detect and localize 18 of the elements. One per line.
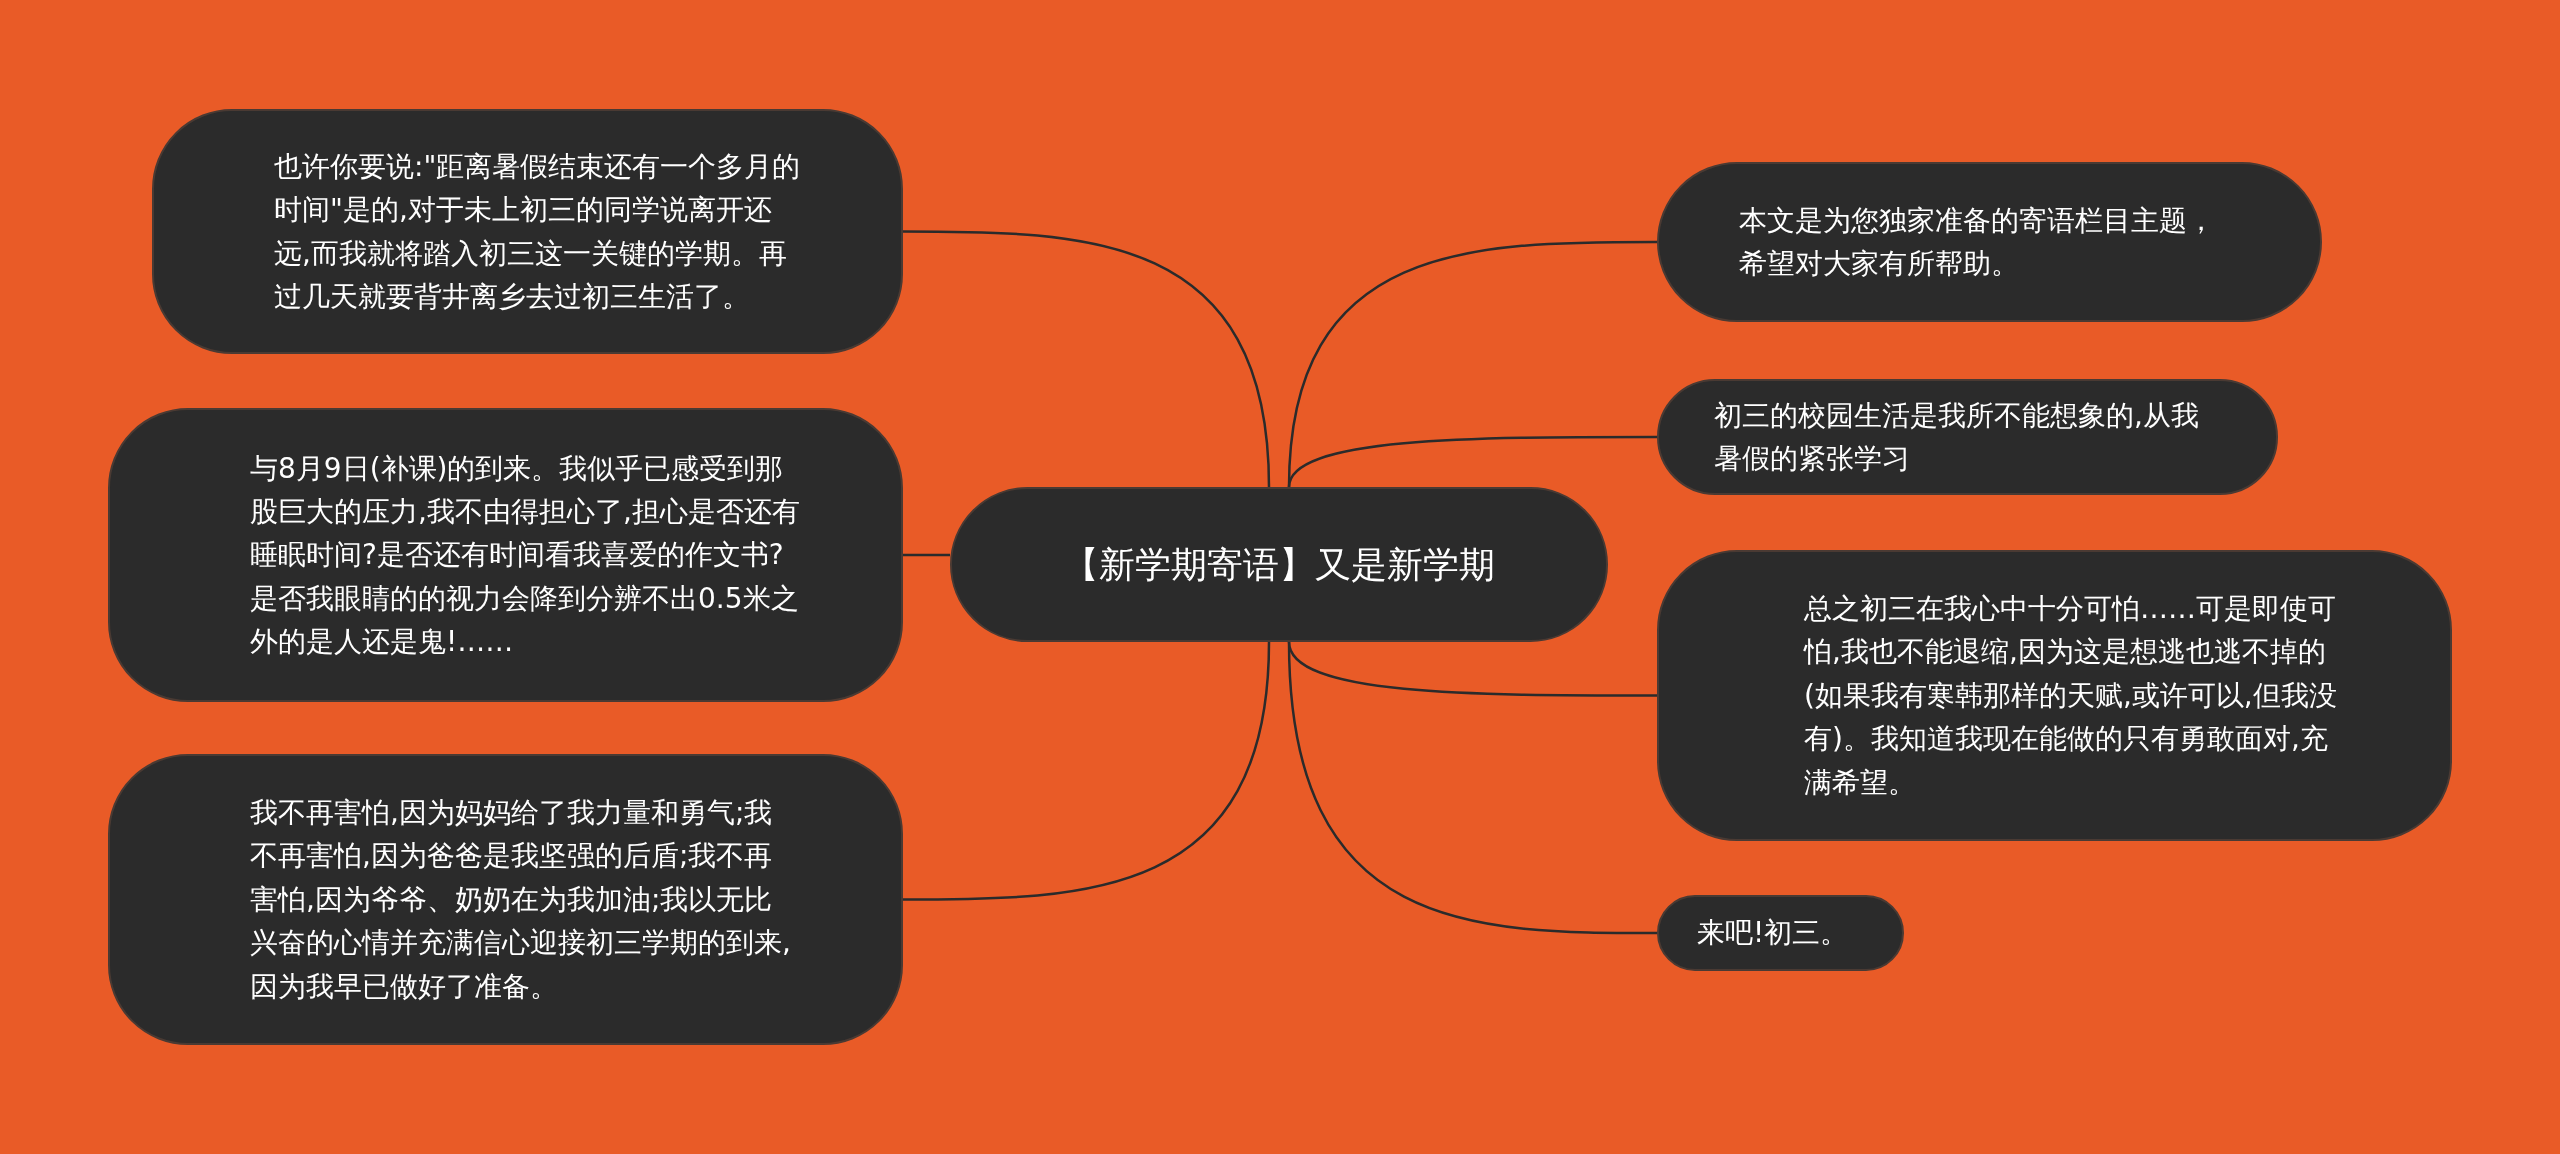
connector-line bbox=[1287, 641, 1657, 697]
topic-text: 也许你要说:"距离暑假结束还有一个多月的时间"是的,对于未上初三的同学说离开还远,而我就将踏入初三这一关键的学期。再过几天就要背井离乡去过初三生活了。 bbox=[274, 148, 801, 315]
topic-text: 【新学期寄语】又是新学期 bbox=[1062, 542, 1496, 587]
topic-text: 我不再害怕,因为妈妈给了我力量和勇气;我不再害怕,因为爸爸是我坚强的后盾;我不再害怕,因为爷爷、奶奶在为我加油;我以无比兴奋的心情并充满信心迎接初三学期的到来,因为我早已做好了准备。 bbox=[250, 795, 791, 1005]
branch-topic bbox=[152, 109, 903, 354]
branch-topic bbox=[108, 754, 903, 1045]
connector-line bbox=[1287, 435, 1657, 488]
topic-text: 初三的校园生活是我所不能想象的,从我暑假的紧张学习 bbox=[1714, 397, 2200, 477]
connector-line bbox=[903, 553, 950, 557]
connector-line bbox=[903, 641, 1271, 901]
branch-topic bbox=[1657, 550, 2452, 841]
connector-line bbox=[903, 230, 1271, 488]
branch-topic bbox=[108, 408, 903, 702]
topic-text: 来吧!初三。 bbox=[1697, 915, 1850, 952]
connector-line bbox=[1287, 641, 1657, 935]
topic-text: 与8月9日(补课)的到来。我似乎已感受到那股巨大的压力,我不由得担心了,担心是否还有睡眠时间?是否还有时间看我喜爱的作文书?是否我眼睛的的视力会降到分辨不出0.5米之外的是人还是鬼!…… bbox=[250, 450, 801, 661]
topic-text: 总之初三在我心中十分可怕……可是即使可怕,我也不能退缩,因为这是想逃也逃不掉的(如果我有寒韩那样的天赋,或许可以,但我没有)。我知道我现在能做的只有勇敢面对,充满希望。 bbox=[1804, 591, 2338, 801]
topic-text: 本文是为您独家准备的寄语栏目主题，希望对大家有所帮助。 bbox=[1739, 202, 2216, 282]
